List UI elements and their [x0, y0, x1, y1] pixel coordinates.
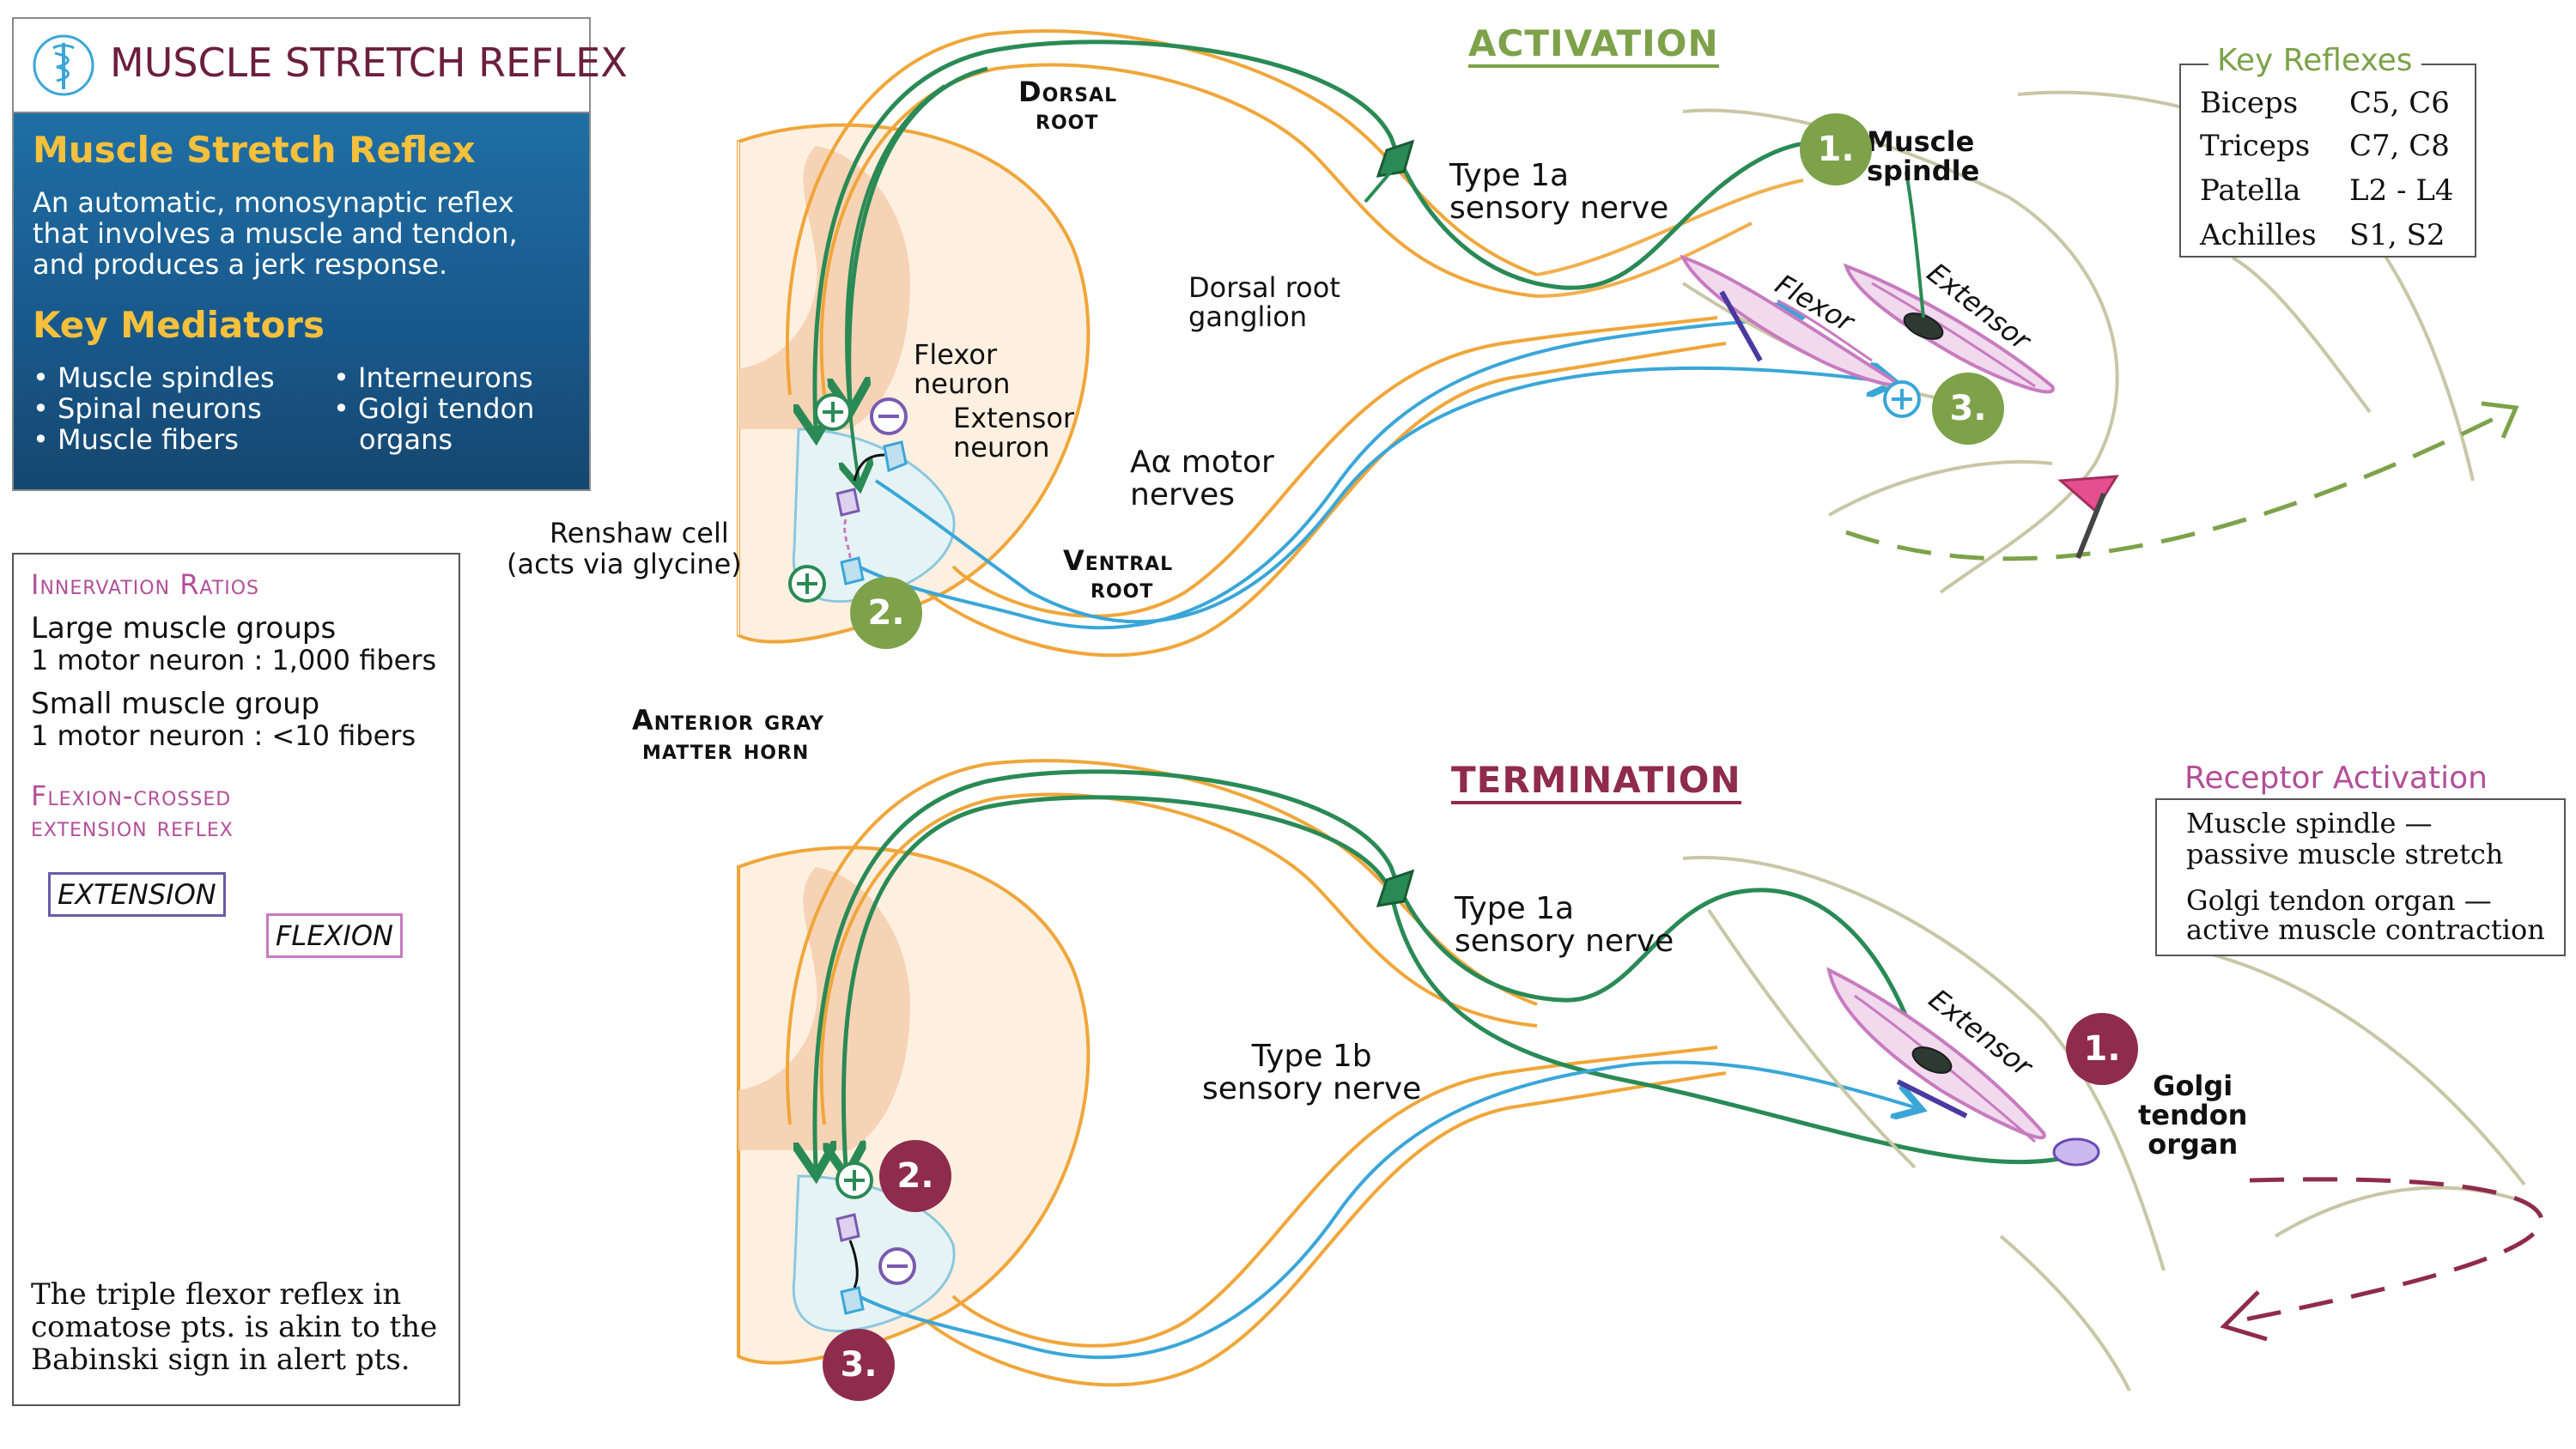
termination-title: TERMINATION	[1451, 759, 1741, 804]
summary-panel: Muscle Stretch Reflex An automatic, mono…	[14, 113, 589, 489]
activation-title: ACTIVATION	[1468, 22, 1719, 68]
reflex-name: Achilles	[2200, 218, 2317, 252]
muscle-spindle-top	[1903, 312, 1944, 340]
termination-step-3: 3.	[823, 1329, 895, 1401]
key-reflexes-title: Key Reflexes	[2208, 43, 2421, 78]
activation-step-3: 3.	[1932, 373, 2004, 445]
dorsal-root-label-2: root	[1036, 103, 1099, 136]
reflex-level: C7, C8	[2349, 129, 2450, 163]
termination-step-1: 1.	[2066, 1013, 2138, 1085]
flexor-muscle-top	[1680, 254, 1898, 387]
receptor-activation-title: Receptor Activation	[2176, 761, 2496, 796]
mediators-heading: Key Mediators	[33, 304, 325, 346]
note-line-3: Babinski sign in alert pts.	[31, 1343, 410, 1377]
flexion-tag: FLEXION	[266, 913, 403, 958]
receptor-line-3: Golgi tendon organ —	[2186, 884, 2492, 917]
anterior-horn-label: Anterior gray	[632, 704, 824, 737]
renshaw-cell-sublabel: (acts via glycine)	[507, 548, 742, 580]
receptor-line-1: Muscle spindle —	[2186, 807, 2433, 840]
receptor-activation-box	[2155, 798, 2566, 956]
motor-nerves-bottom	[858, 1060, 1915, 1360]
reflex-level: C5, C6	[2349, 86, 2450, 120]
mediator-item: • Muscle spindles	[33, 361, 275, 394]
reflex-name: Biceps	[2200, 86, 2299, 120]
dorsal-root-label: Dorsal	[1018, 76, 1118, 108]
description-line-1: An automatic, monosynaptic reflex	[33, 186, 514, 219]
type1a-nerve-top	[815, 39, 1856, 429]
motor-nerves-top	[858, 318, 1795, 630]
mediator-item: • Spinal neurons	[33, 392, 262, 425]
extension-tag: EXTENSION	[48, 872, 226, 917]
innervation-heading: Innervation Ratios	[31, 568, 259, 601]
reflex-arrow-top	[1845, 409, 2509, 561]
ventral-root-label-2: root	[1091, 572, 1154, 604]
innervation-panel: Innervation Ratios Large muscle groups 1…	[12, 553, 460, 1406]
crossed-heading-2: extension reflex	[31, 810, 234, 843]
reflex-level: S1, S2	[2349, 218, 2445, 252]
title-bar: MUSCLE STRETCH REFLEX	[14, 19, 628, 113]
activation-step-2: 2.	[850, 577, 922, 649]
termination-step-2: 2.	[879, 1140, 951, 1212]
reflex-name: Patella	[2200, 173, 2301, 208]
reflex-hammer-top	[2057, 475, 2119, 513]
flexor-neuron-top	[883, 440, 908, 473]
summary-heading: Muscle Stretch Reflex	[33, 129, 476, 171]
ventral-root-top	[951, 316, 1718, 618]
large-muscle-value: 1 motor neuron : 1,000 fibers	[31, 644, 437, 676]
renshaw-cell-top	[835, 488, 860, 517]
receptor-line-2: passive muscle stretch	[2186, 838, 2504, 870]
receptor-line-4: active muscle contraction	[2186, 913, 2545, 946]
crossed-heading-1: Flexion-crossed	[31, 779, 232, 812]
note-line-2: comatose pts. is akin to the	[31, 1310, 438, 1344]
golgi-tendon-organ-bottom	[2052, 1137, 2100, 1167]
mediator-item: organs	[359, 423, 453, 456]
reflex-arrow-bottom	[2232, 1177, 2544, 1325]
description-line-2: that involves a muscle and tendon,	[33, 217, 518, 250]
description-line-3: and produces a jerk response.	[33, 248, 448, 281]
caduceus-icon	[33, 34, 94, 96]
activation-step-1: 1.	[1800, 113, 1872, 185]
title-panel: MUSCLE STRETCH REFLEX Muscle Stretch Ref…	[12, 17, 628, 491]
reflex-level: L2 - L4	[2349, 173, 2454, 208]
ventral-root-label: Ventral	[1063, 544, 1174, 577]
anterior-horn-label-2: matter horn	[642, 733, 810, 766]
key-reflexes-box	[2179, 64, 2476, 258]
small-muscle-value: 1 motor neuron : <10 fibers	[31, 719, 416, 752]
renshaw-cell-label: Renshaw cell	[550, 517, 729, 549]
mediator-item: • Interneurons	[333, 361, 533, 394]
small-muscle-label: Small muscle group	[31, 687, 320, 721]
dorsal-root-ganglion-top	[1376, 139, 1415, 178]
reflex-name: Triceps	[2200, 129, 2311, 163]
mediator-item: • Golgi tendon	[333, 392, 535, 425]
note-line-1: The triple flexor reflex in	[31, 1277, 402, 1312]
large-muscle-label: Large muscle groups	[31, 611, 337, 646]
mediator-item: • Muscle fibers	[33, 423, 239, 456]
spinal-cord-bottom	[737, 846, 1091, 1365]
page-title: MUSCLE STRETCH REFLEX	[110, 39, 628, 86]
extensor-neuron-top	[840, 556, 865, 585]
